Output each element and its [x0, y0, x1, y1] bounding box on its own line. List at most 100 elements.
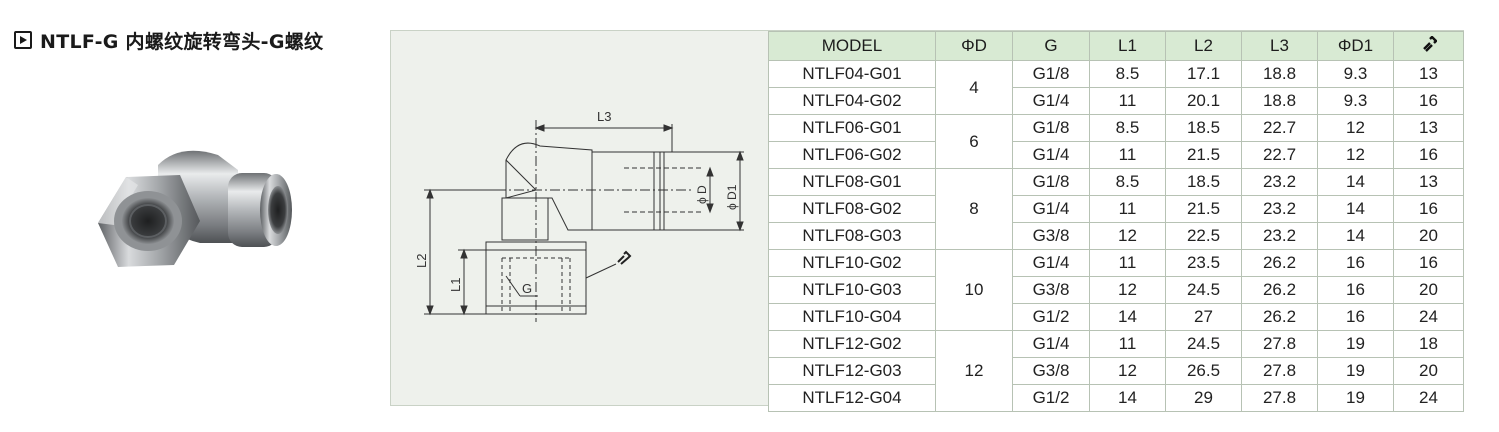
cell-l2: 21.5 [1165, 195, 1242, 223]
cell-l2: 18.5 [1165, 114, 1242, 142]
cell-l1: 14 [1089, 384, 1166, 412]
cell-l3: 22.7 [1241, 141, 1318, 169]
cell-wrench: 16 [1393, 87, 1464, 115]
cell-phi-d: 6 [935, 114, 1013, 169]
cell-l1: 8.5 [1089, 60, 1166, 88]
cell-phi-d1: 9.3 [1317, 87, 1394, 115]
cell-model: NTLF10-G04 [768, 303, 936, 331]
cell-phi-d1: 9.3 [1317, 60, 1394, 88]
cell-wrench: 13 [1393, 60, 1464, 88]
cell-phi-d1: 12 [1317, 141, 1394, 169]
cell-l2: 23.5 [1165, 249, 1242, 277]
table-row: NTLF08-G03 G3/8 12 22.5 23.2 14 20 [768, 222, 1464, 250]
table-row: NTLF04-G02 G1/4 11 20.1 18.8 9.3 16 [768, 87, 1464, 115]
cell-wrench: 13 [1393, 114, 1464, 142]
cell-phi-d: 12 [935, 330, 1013, 412]
cell-l3: 26.2 [1241, 249, 1318, 277]
table-header-row: MODEL ΦD G L1 L2 L3 ΦD1 [768, 31, 1464, 61]
technical-drawing: L3 ϕ D ϕ D1 G L2 L1 [414, 109, 744, 322]
cell-l1: 12 [1089, 357, 1166, 385]
table-row: NTLF08-G01 8 G1/8 8.5 18.5 23.2 14 13 [768, 168, 1464, 250]
cell-l3: 23.2 [1241, 168, 1318, 196]
cell-g: G1/2 [1012, 303, 1090, 331]
cell-l3: 27.8 [1241, 384, 1318, 412]
cell-l3: 18.8 [1241, 60, 1318, 88]
product-photo [98, 150, 292, 267]
cell-g: G1/4 [1012, 87, 1090, 115]
cell-phi-d1: 16 [1317, 303, 1394, 331]
cell-model: NTLF12-G02 [768, 330, 936, 358]
cell-l1: 8.5 [1089, 168, 1166, 196]
cell-g: G3/8 [1012, 276, 1090, 304]
header-l3: L3 [1241, 31, 1318, 61]
table-row: NTLF10-G02 10 G1/4 11 23.5 26.2 16 16 [768, 249, 1464, 331]
label-l2: L2 [414, 254, 429, 268]
cell-phi-d: 4 [935, 60, 1013, 115]
cell-phi-d1: 19 [1317, 330, 1394, 358]
cell-wrench: 20 [1393, 222, 1464, 250]
cell-phi-d1: 14 [1317, 168, 1394, 196]
spec-table: MODEL ΦD G L1 L2 L3 ΦD1 NTLF04-G01 4 G1/… [768, 31, 1464, 412]
cell-l1: 11 [1089, 249, 1166, 277]
cell-l2: 29 [1165, 384, 1242, 412]
cell-l1: 11 [1089, 195, 1166, 223]
cell-phi-d1: 16 [1317, 249, 1394, 277]
header-l1: L1 [1089, 31, 1166, 61]
label-l3: L3 [597, 109, 611, 124]
header-phi-d1: ΦD1 [1317, 31, 1394, 61]
cell-model: NTLF10-G03 [768, 276, 936, 304]
header-l2: L2 [1165, 31, 1242, 61]
cell-wrench: 16 [1393, 195, 1464, 223]
cell-l3: 23.2 [1241, 195, 1318, 223]
cell-model: NTLF08-G03 [768, 222, 936, 250]
table-row: NTLF12-G03 G3/8 12 26.5 27.8 19 20 [768, 357, 1464, 385]
cell-g: G1/4 [1012, 249, 1090, 277]
label-l1: L1 [448, 278, 463, 292]
cell-l3: 22.7 [1241, 114, 1318, 142]
cell-g: G1/8 [1012, 168, 1090, 196]
table-row: NTLF06-G02 G1/4 11 21.5 22.7 12 16 [768, 141, 1464, 169]
cell-l3: 23.2 [1241, 222, 1318, 250]
cell-g: G1/8 [1012, 114, 1090, 142]
cell-phi-d1: 19 [1317, 357, 1394, 385]
cell-g: G1/4 [1012, 195, 1090, 223]
cell-l1: 11 [1089, 330, 1166, 358]
header-g: G [1012, 31, 1090, 61]
cell-phi-d1: 14 [1317, 195, 1394, 223]
table-row: NTLF06-G01 6 G1/8 8.5 18.5 22.7 12 13 [768, 114, 1464, 169]
label-phi-d1: ϕ D1 [725, 184, 739, 210]
cell-model: NTLF12-G03 [768, 357, 936, 385]
cell-phi-d1: 16 [1317, 276, 1394, 304]
cell-phi-d: 8 [935, 168, 1013, 250]
label-g: G [522, 281, 532, 296]
table-row: NTLF12-G02 12 G1/4 11 24.5 27.8 19 18 [768, 330, 1464, 412]
cell-wrench: 24 [1393, 384, 1464, 412]
cell-wrench: 20 [1393, 276, 1464, 304]
cell-l2: 22.5 [1165, 222, 1242, 250]
cell-l1: 12 [1089, 276, 1166, 304]
cell-l2: 20.1 [1165, 87, 1242, 115]
cell-l1: 11 [1089, 141, 1166, 169]
cell-model: NTLF06-G02 [768, 141, 936, 169]
cell-model: NTLF12-G04 [768, 384, 936, 412]
table-row: NTLF12-G04 G1/2 14 29 27.8 19 24 [768, 384, 1464, 412]
cell-model: NTLF04-G02 [768, 87, 936, 115]
label-phi-d: ϕ D [695, 185, 709, 204]
cell-l2: 18.5 [1165, 168, 1242, 196]
cell-l1: 8.5 [1089, 114, 1166, 142]
header-wrench [1393, 31, 1464, 61]
cell-wrench: 13 [1393, 168, 1464, 196]
cell-g: G1/8 [1012, 60, 1090, 88]
cell-l2: 17.1 [1165, 60, 1242, 88]
cell-g: G1/4 [1012, 330, 1090, 358]
table-row: NTLF04-G01 4 G1/8 8.5 17.1 18.8 9.3 13 [768, 60, 1464, 115]
cell-wrench: 20 [1393, 357, 1464, 385]
section-title: NTLF-G 内螺纹旋转弯头-G螺纹 [14, 26, 323, 54]
cell-l2: 21.5 [1165, 141, 1242, 169]
cell-g: G1/2 [1012, 384, 1090, 412]
cell-g: G3/8 [1012, 357, 1090, 385]
cell-wrench: 24 [1393, 303, 1464, 331]
cell-wrench: 16 [1393, 141, 1464, 169]
cell-l2: 26.5 [1165, 357, 1242, 385]
section-title-text: NTLF-G 内螺纹旋转弯头-G螺纹 [40, 30, 324, 53]
